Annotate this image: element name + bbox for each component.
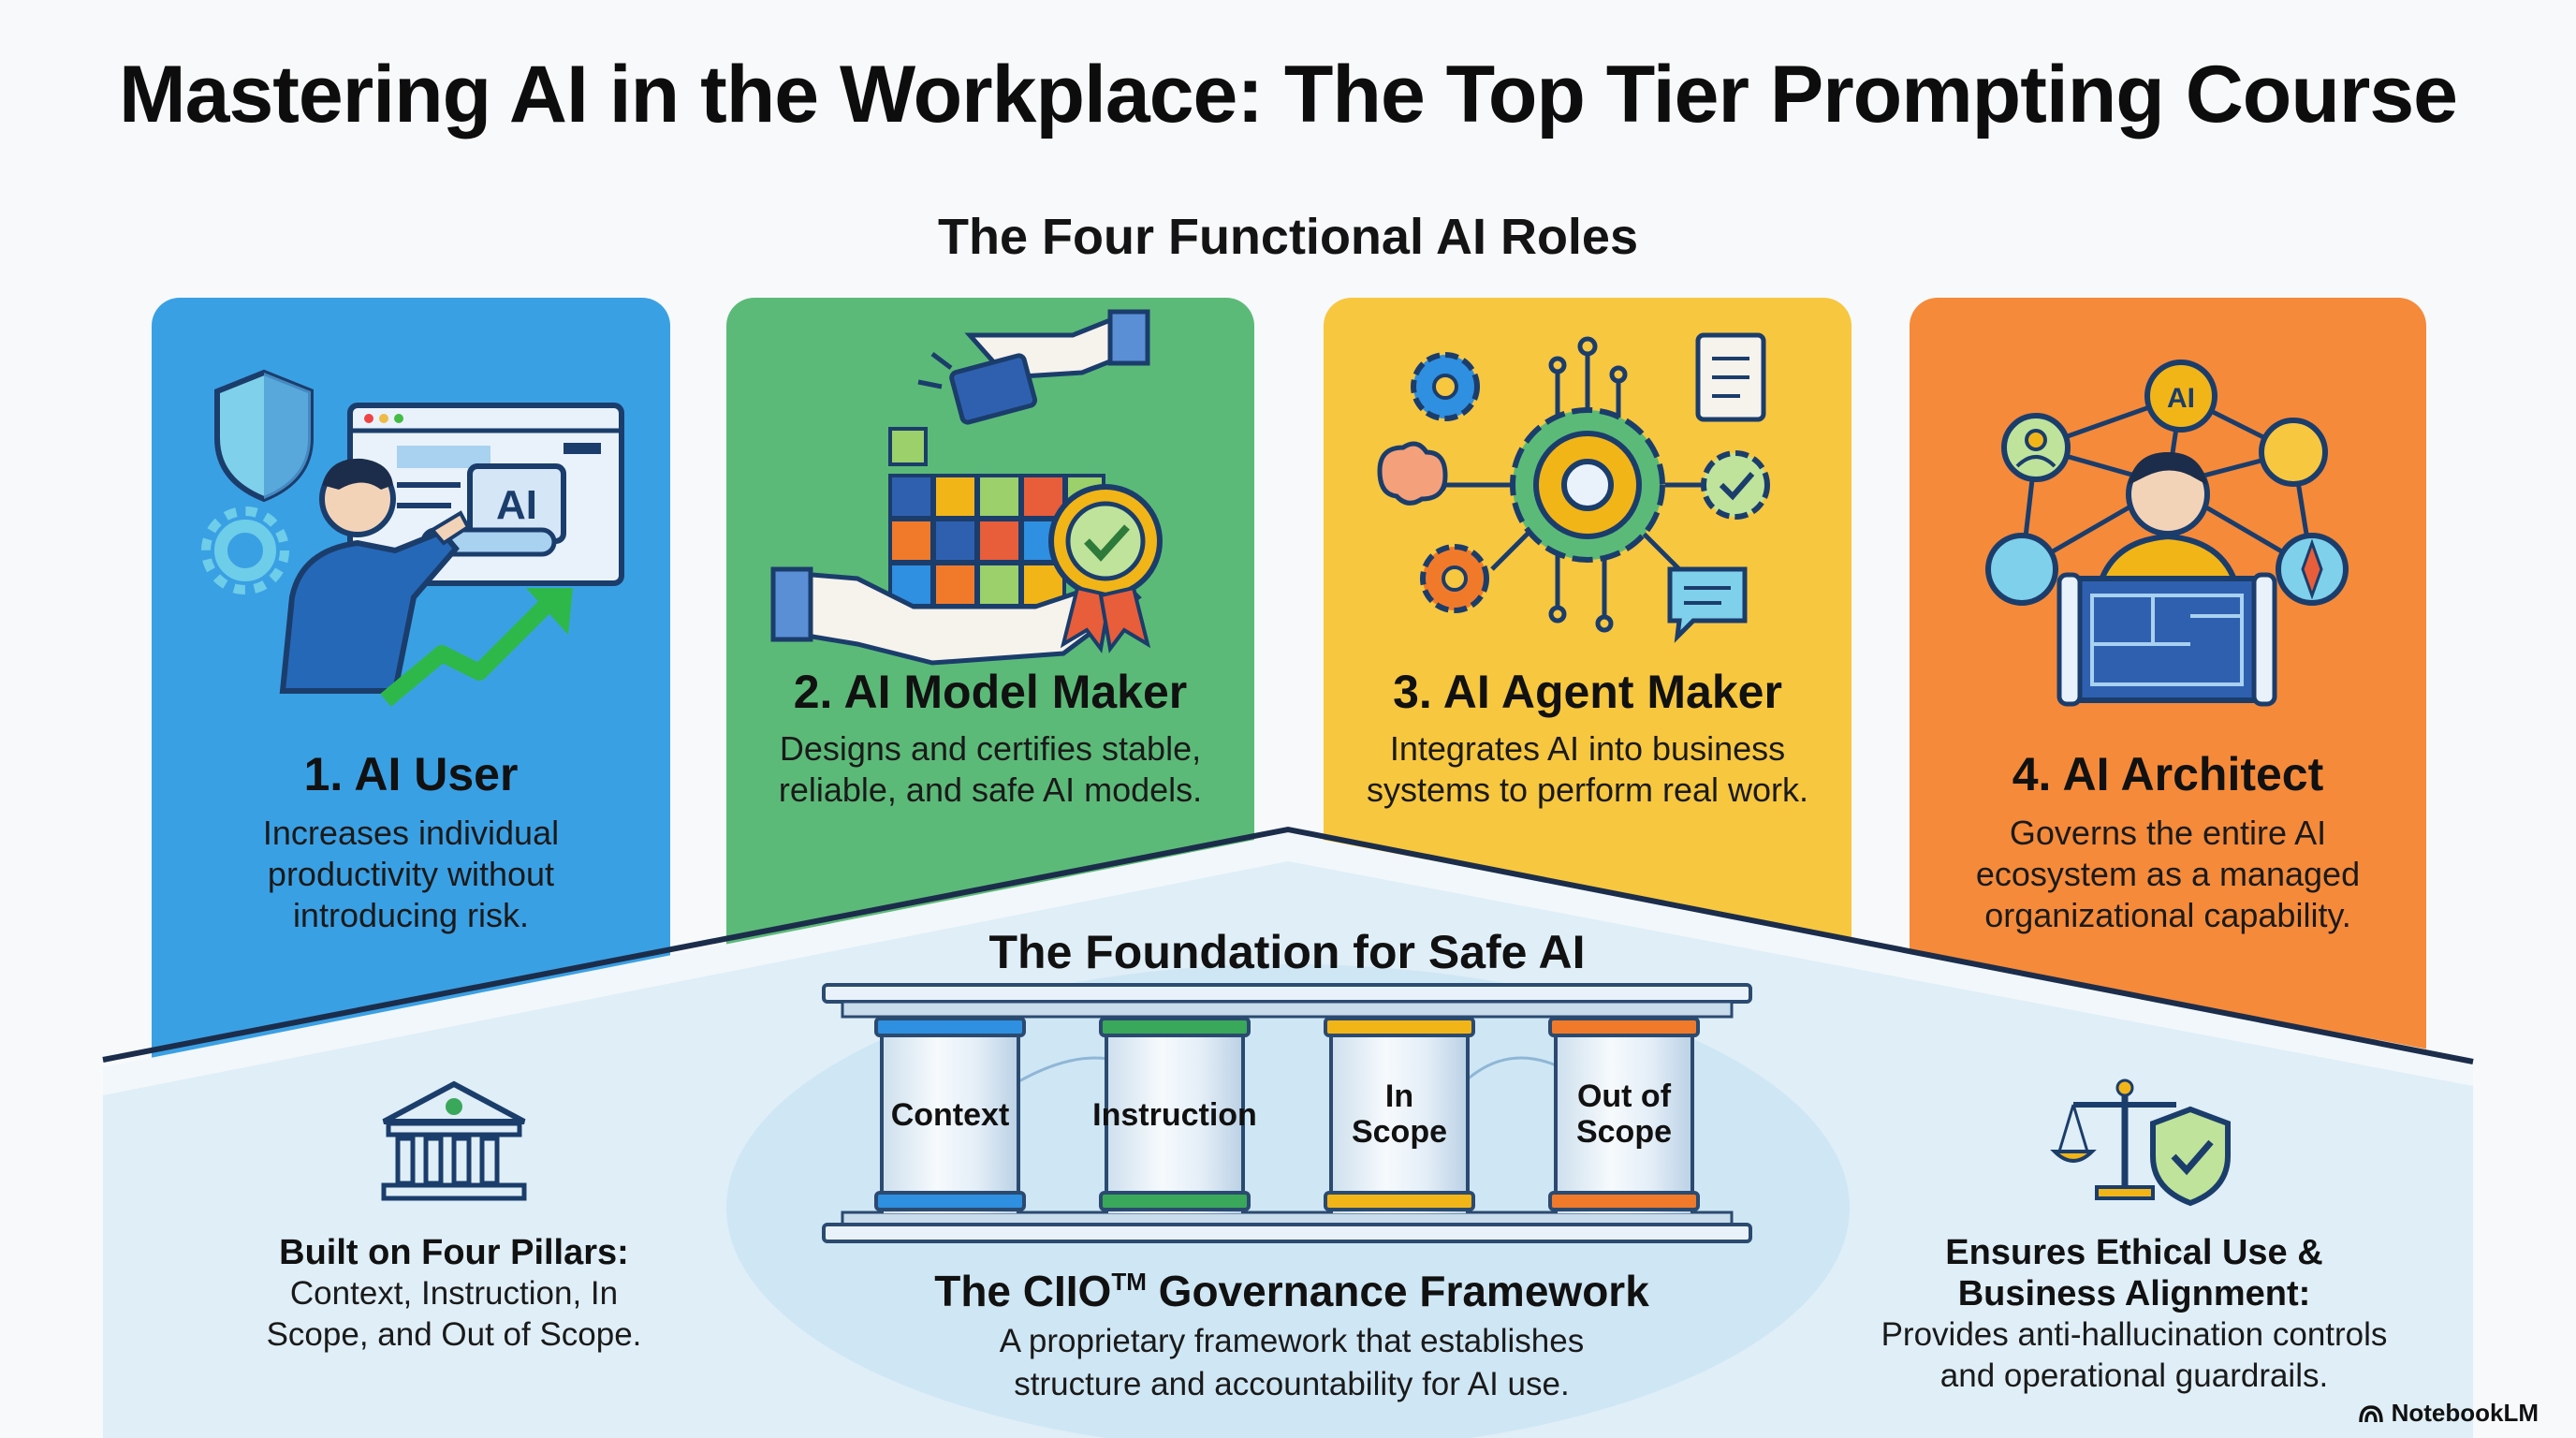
right-block-line: and operational guardrails.: [1939, 1357, 2329, 1394]
right-block-text: Provides anti-hallucination controls and…: [1853, 1314, 2415, 1397]
role-description: Integrates AI into business systems to p…: [1342, 728, 1833, 811]
role-description: Increases individual productivity withou…: [170, 813, 651, 936]
agent-maker-illustration-icon: [1377, 332, 1770, 643]
right-block-heading: Ensures Ethical Use & Business Alignment…: [1853, 1232, 2415, 1314]
cio-trademark: TM: [1111, 1268, 1147, 1296]
cio-framework-title: The CIIOTM Governance Framework: [824, 1266, 1760, 1316]
right-heading-line: Ensures Ethical Use &: [1945, 1233, 2323, 1272]
model-maker-illustration-icon: [770, 309, 1163, 666]
role-desc-line: systems to perform real work.: [1366, 770, 1809, 809]
cio-heading: The CIIO: [934, 1267, 1112, 1315]
scale-shield-icon: [2050, 1078, 2231, 1207]
pillar-column: [880, 1017, 1020, 1213]
cio-heading-rest: Governance Framework: [1146, 1267, 1649, 1315]
role-desc-line: Integrates AI into business: [1389, 729, 1786, 768]
role-desc-line: introducing risk.: [292, 896, 530, 934]
page-title: Mastering AI in the Workplace: The Top T…: [119, 50, 2458, 139]
role-desc-line: Governs the entire AI: [2009, 814, 2327, 852]
pillar-column: [1554, 1017, 1694, 1213]
pillar-label: Instruction: [1076, 1097, 1273, 1133]
right-block-line: Provides anti-hallucination controls: [1881, 1316, 2388, 1353]
brand-label: NotebookLM: [2391, 1399, 2539, 1427]
role-title: 2. AI Model Maker: [793, 666, 1188, 718]
notebooklm-logo-icon: [2358, 1404, 2383, 1422]
pillar-cap-bottom: [1548, 1191, 1700, 1211]
pillar-cap-bottom: [874, 1191, 1026, 1211]
section-subtitle: The Four Functional AI Roles: [937, 209, 1638, 265]
pillar-label: Context: [852, 1097, 1048, 1133]
left-block-text: Context, Instruction, In Scope, and Out …: [225, 1273, 683, 1356]
pillar-column: [1329, 1017, 1470, 1213]
pillar-label-line: Instruction: [1092, 1097, 1257, 1133]
cio-desc-line: A proprietary framework that establishes: [999, 1323, 1585, 1359]
left-block-line: Scope, and Out of Scope.: [266, 1316, 642, 1353]
pillar-label-line: Out of: [1576, 1078, 1672, 1114]
right-heading-line: Business Alignment:: [1957, 1274, 2311, 1313]
role-desc-line: ecosystem as a managed: [1975, 855, 2361, 893]
role-card-ai-architect: AI 4. AI Architect Governs the entire AI…: [1910, 298, 2426, 1084]
role-card-ai-user: AI 1. AI User Increases individual produ…: [152, 298, 670, 1084]
pillar-column: [1105, 1017, 1245, 1213]
role-desc-line: reliable, and safe AI models.: [778, 770, 1203, 809]
ai-screen-label: AI: [496, 482, 537, 528]
foundation-title: The Foundation for Safe AI: [988, 926, 1586, 978]
pillar-label-line: Context: [890, 1097, 1010, 1133]
pillar-cap-top: [1324, 1017, 1475, 1037]
pillar-cap-bottom: [1324, 1191, 1475, 1211]
ai-node-label: AI: [2167, 383, 2195, 414]
ai-user-illustration-icon: AI: [201, 369, 624, 707]
bank-building-icon: [381, 1080, 527, 1201]
pillar-cap-top: [1099, 1017, 1251, 1037]
pillar-label-line: In: [1384, 1078, 1414, 1114]
role-desc-line: Increases individual: [262, 814, 560, 852]
notebooklm-brand: NotebookLM: [2358, 1399, 2539, 1428]
role-description: Designs and certifies stable, reliable, …: [745, 728, 1236, 811]
role-desc-line: Designs and certifies stable,: [779, 729, 1202, 768]
architect-illustration-icon: AI: [1985, 360, 2349, 707]
role-title: 3. AI Agent Maker: [1393, 666, 1782, 718]
role-desc-line: organizational capability.: [1984, 896, 2351, 934]
left-block-heading: Built on Four Pillars:: [279, 1233, 629, 1272]
left-block-line: Context, Instruction, In: [289, 1275, 619, 1312]
role-description: Governs the entire AI ecosystem as a man…: [1928, 813, 2408, 936]
pillar-label-line: Scope: [1351, 1114, 1448, 1150]
role-desc-line: productivity without: [267, 855, 555, 893]
role-title: 4. AI Architect: [2012, 748, 2324, 800]
cio-framework-description: A proprietary framework that establishes…: [824, 1320, 1760, 1406]
role-title: 1. AI User: [303, 748, 519, 800]
cio-desc-line: structure and accountability for AI use.: [1014, 1366, 1570, 1402]
pillar-cap-bottom: [1099, 1191, 1251, 1211]
pillar-label-line: Scope: [1575, 1114, 1673, 1150]
pillar-cap-top: [1548, 1017, 1700, 1037]
pillar-cap-top: [874, 1017, 1026, 1037]
